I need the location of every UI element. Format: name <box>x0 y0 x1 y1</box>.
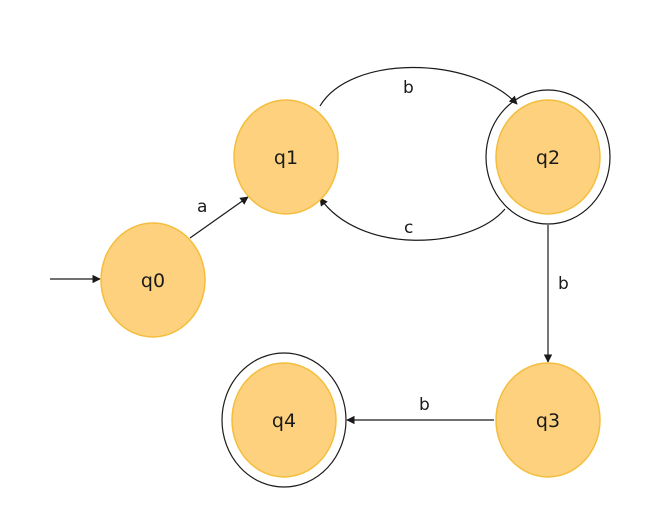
edge-labels: a b c b b <box>197 78 569 415</box>
edge-q1-q2 <box>319 66 518 107</box>
edge-label-q0-q1: a <box>197 197 207 217</box>
states: q0 q1 q2 q3 q4 <box>100 89 611 488</box>
edges <box>50 66 553 425</box>
edge-label-q2-q3: b <box>558 274 569 294</box>
state-q4: q4 <box>221 352 347 488</box>
state-label-q3: q3 <box>536 410 560 432</box>
state-q0: q0 <box>100 222 206 338</box>
edge-q0-q1 <box>189 196 249 239</box>
state-label-q4: q4 <box>272 410 296 432</box>
state-q1: q1 <box>233 99 339 215</box>
state-label-q0: q0 <box>141 270 165 292</box>
edge-q2-q1 <box>319 197 506 241</box>
edge-label-q1-q2: b <box>403 78 414 98</box>
edge-label-q3-q4: b <box>419 395 430 415</box>
accept-ring-q2 <box>485 89 611 225</box>
state-q3: q3 <box>495 362 601 478</box>
accept-ring-q4 <box>221 352 347 488</box>
edge-label-q2-q1: c <box>404 218 413 238</box>
state-label-q1: q1 <box>274 147 298 169</box>
state-label-q2: q2 <box>536 147 560 169</box>
state-q2: q2 <box>485 89 611 225</box>
